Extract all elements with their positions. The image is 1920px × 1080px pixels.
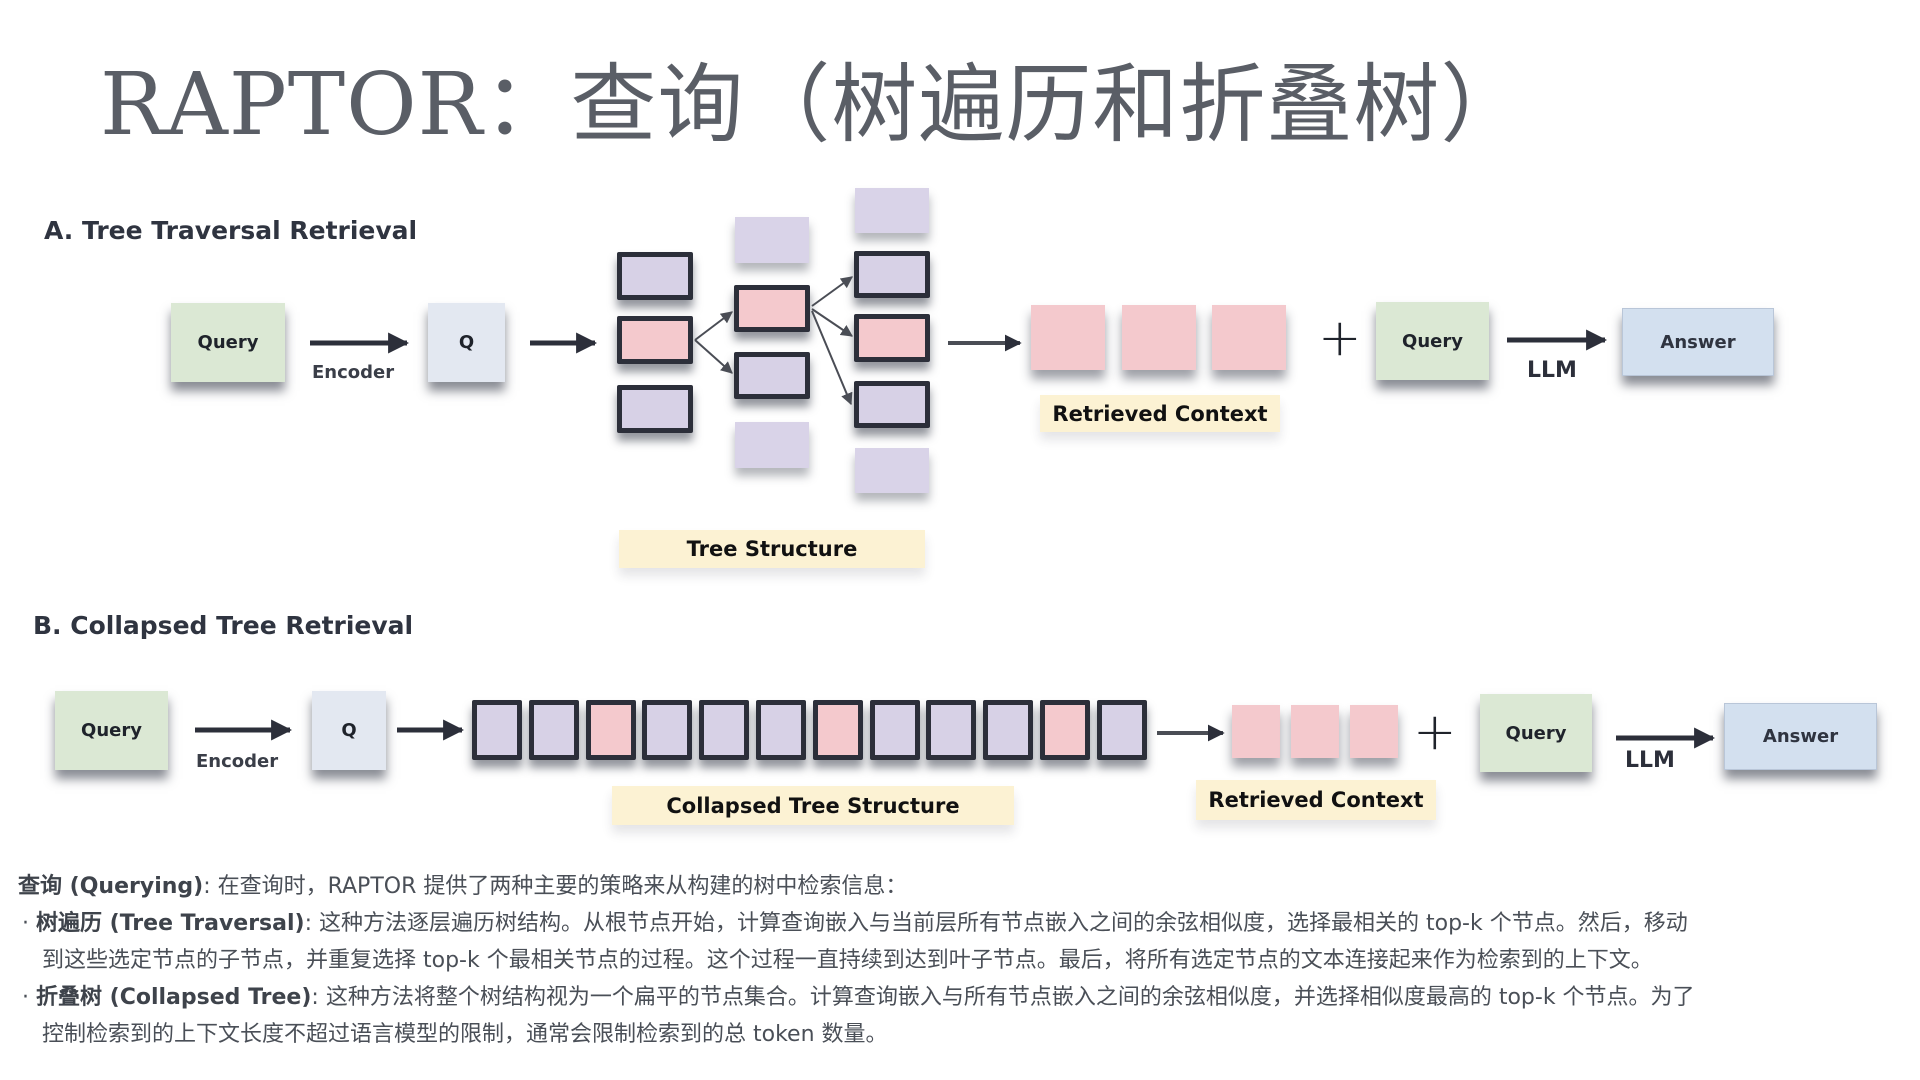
tree-edge-1 (694, 311, 733, 341)
tree-node-l1-1 (617, 252, 693, 300)
b-query-label: Query (81, 720, 142, 741)
b-llm-label: LLM (1625, 748, 1675, 773)
section-b-heading: B. Collapsed Tree Retrieval (33, 611, 414, 640)
b-plus-sign: + (1413, 702, 1457, 762)
bullet-tree-traversal: · 树遍历 (Tree Traversal): 这种方法逐层遍历树结构。从根节点… (18, 905, 1918, 942)
a-q-box: Q (428, 303, 505, 382)
intro-line: 查询 (Querying): 在查询时，RAPTOR 提供了两种主要的策略来从构… (18, 868, 1918, 905)
a-encoder-label: Encoder (312, 362, 395, 383)
intro-text: : 在查询时，RAPTOR 提供了两种主要的策略来从构建的树中检索信息： (203, 874, 908, 899)
tree-node-l1-3 (617, 385, 693, 433)
collapsed-tree-structure-label: Collapsed Tree Structure (612, 786, 1014, 825)
b-retrieved-context-label: Retrieved Context (1196, 780, 1436, 820)
collapsed-node-6 (756, 700, 806, 760)
tree-node-l3-1-faded (855, 188, 929, 233)
description-text: 查询 (Querying): 在查询时，RAPTOR 提供了两种主要的策略来从构… (18, 868, 1918, 1053)
a-retrieved-context-label: Retrieved Context (1040, 395, 1280, 432)
a-query-box: Query (171, 303, 285, 382)
tree-node-l2-3 (734, 352, 810, 399)
tree-node-l3-4 (854, 381, 930, 428)
collapsed-node-4 (642, 700, 693, 760)
tree-edge-5 (811, 310, 853, 406)
tree-edge-3 (811, 276, 853, 307)
b-retrieved-node-3 (1350, 705, 1398, 758)
collapsed-node-12 (1096, 700, 1147, 760)
a-answer-box: Answer (1622, 308, 1774, 376)
bullet-mark: · (22, 985, 29, 1010)
intro-bold: 查询 (Querying) (18, 874, 204, 899)
a-query2-box: Query (1376, 302, 1489, 380)
b-q-box: Q (312, 691, 386, 770)
collapsed-node-10 (983, 700, 1034, 760)
a-q-label: Q (458, 332, 475, 353)
a-retrieved-node-3 (1212, 305, 1286, 370)
collapsed-tree-line1: : 这种方法将整个树结构视为一个扁平的节点集合。计算查询嵌入与所有节点嵌入之间的… (311, 985, 1695, 1010)
tree-node-l3-3-selected (854, 314, 930, 362)
tree-node-l1-2-selected (617, 316, 693, 364)
b-q-label: Q (341, 720, 357, 741)
tree-edge-2 (694, 339, 733, 374)
tree-traversal-bold: 树遍历 (Tree Traversal) (36, 911, 305, 936)
collapsed-node-9 (926, 700, 977, 760)
b-retrieved-node-2 (1291, 705, 1339, 758)
tree-node-l2-2-selected (734, 285, 810, 332)
tree-node-l3-5-faded (855, 448, 929, 493)
bullet-mark: · (22, 911, 29, 936)
tree-node-l3-2 (854, 251, 930, 298)
slide-title: RAPTOR：查询（树遍历和折叠树） (100, 55, 1528, 155)
tree-node-l2-1-faded (735, 217, 809, 263)
b-query-box: Query (55, 691, 168, 770)
collapsed-node-8 (869, 700, 920, 760)
collapsed-node-7-selected (812, 700, 863, 760)
a-llm-label: LLM (1527, 358, 1577, 383)
b-answer-label: Answer (1762, 726, 1839, 747)
b-query2-box: Query (1480, 694, 1592, 772)
collapsed-tree-line2: 控制检索到的上下文长度不超过语言模型的限制，通常会限制检索到的总 token 数… (42, 1022, 888, 1047)
collapsed-node-5 (699, 700, 750, 760)
section-a-heading: A. Tree Traversal Retrieval (44, 216, 418, 245)
b-encoder-label: Encoder (196, 751, 279, 772)
a-retrieved-node-2 (1122, 305, 1196, 370)
collapsed-tree-bold: 折叠树 (Collapsed Tree) (36, 985, 312, 1010)
collapsed-node-3-selected (585, 700, 636, 760)
a-retrieved-node-1 (1031, 305, 1105, 370)
a-query-label: Query (197, 332, 259, 353)
collapsed-node-2 (528, 700, 579, 760)
tree-edge-4 (811, 308, 853, 337)
tree-traversal-line1: : 这种方法逐层遍历树结构。从根节点开始，计算查询嵌入与当前层所有节点嵌入之间的… (304, 911, 1688, 936)
collapsed-node-11-selected (1040, 700, 1090, 760)
a-answer-label: Answer (1660, 331, 1736, 353)
collapsed-node-1 (472, 700, 522, 760)
b-retrieved-node-1 (1232, 705, 1280, 758)
b-query2-label: Query (1505, 722, 1567, 744)
a-plus-sign: + (1318, 308, 1362, 368)
tree-traversal-line2: 到这些选定节点的子节点，并重复选择 top-k 个最相关节点的过程。这个过程一直… (42, 948, 1653, 973)
tree-node-l2-4-faded (735, 422, 809, 468)
b-answer-box: Answer (1724, 703, 1877, 770)
a-query2-label: Query (1402, 330, 1463, 352)
tree-structure-label: Tree Structure (619, 530, 925, 568)
bullet-collapsed-tree: · 折叠树 (Collapsed Tree): 这种方法将整个树结构视为一个扁平… (18, 979, 1918, 1016)
